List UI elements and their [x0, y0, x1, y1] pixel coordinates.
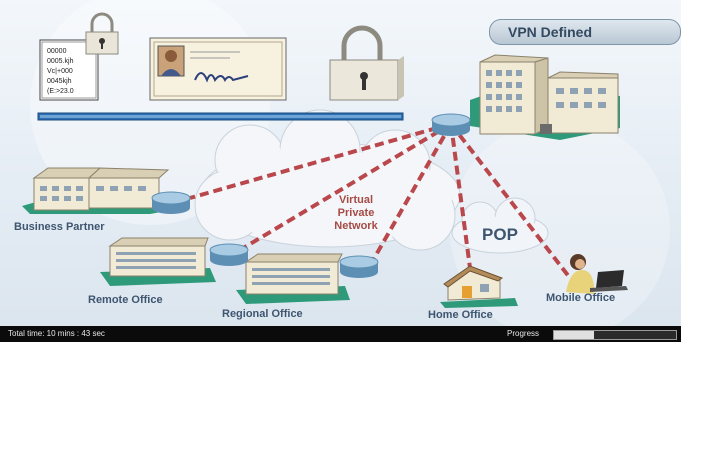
lock-icon-small: [85, 12, 119, 55]
slide-title: VPN Defined: [489, 19, 681, 45]
lock-icon-large: [329, 25, 404, 101]
mobile-office-person: [566, 254, 628, 294]
remote-office-building: [100, 237, 216, 286]
backbone-bar: [37, 112, 404, 121]
slide-frame: 00000 0005.kjh Vc|+000 0045kjh (E:>23.0 …: [0, 0, 681, 342]
link-home-office: [449, 123, 472, 269]
progress-bar: [553, 330, 677, 340]
vpn-diagram: 00000 0005.kjh Vc|+000 0045kjh (E:>23.0 …: [22, 12, 628, 308]
id-card-text: 00000 0005.kjh Vc|+000 0045kjh (E:>23.0: [47, 48, 74, 95]
label-mobile-office: Mobile Office: [546, 292, 616, 304]
total-time: Total time: 10 mins : 43 sec: [8, 329, 105, 338]
vpn-cloud-label: Virtual Private Network: [334, 194, 378, 232]
id-card-line: Vc|+000: [47, 68, 73, 75]
headquarters-building: [470, 54, 620, 140]
id-card-line: 00000: [47, 48, 67, 55]
home-office-house: [440, 265, 518, 308]
pop-label: POP: [482, 225, 518, 244]
router-business-partner: [151, 191, 191, 214]
regional-office-building: [236, 253, 350, 304]
label-remote-office: Remote Office: [88, 294, 163, 306]
router-regional-office: [339, 255, 379, 278]
label-regional-office: Regional Office: [222, 308, 303, 320]
business-partner-building: [22, 167, 172, 214]
vpn-links: [189, 122, 572, 280]
progress-fill: [554, 331, 595, 339]
progress-label: Progress: [507, 329, 540, 338]
link-mobile-office: [449, 122, 572, 280]
id-card-line: (E:>23.0: [47, 88, 74, 95]
id-card-line: 0005.kjh: [47, 58, 74, 65]
label-home-office: Home Office: [428, 309, 493, 321]
link-remote-office: [238, 122, 453, 252]
link-regional-office: [370, 123, 453, 263]
status-bar: Total time: 10 mins : 43 sec Progress: [0, 326, 681, 342]
label-business-partner: Business Partner: [14, 221, 105, 233]
vpn-label-line: Private: [338, 207, 375, 219]
certificate-icon: [149, 37, 287, 101]
vpn-label-line: Virtual: [339, 194, 373, 206]
pop-cloud: [451, 197, 549, 254]
link-business-partner: [189, 122, 452, 200]
vpn-label-line: Network: [334, 220, 378, 232]
id-card-line: 0045kjh: [47, 78, 72, 85]
router-headquarters: [431, 113, 471, 136]
router-remote-office: [209, 243, 249, 266]
